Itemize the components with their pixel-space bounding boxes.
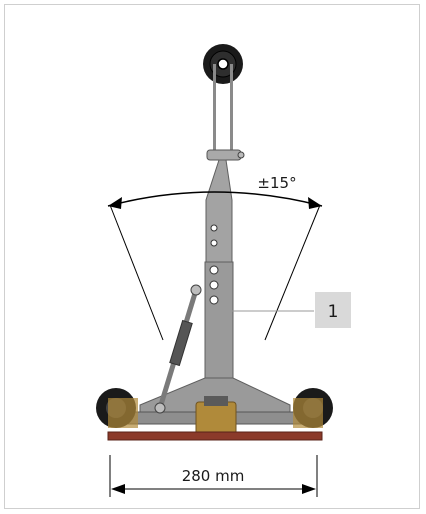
width-dimension <box>109 455 318 497</box>
base-plate <box>107 431 323 441</box>
angle-indicator <box>107 191 323 341</box>
width-label: 280 mm <box>182 467 245 485</box>
right-wheel-icon <box>293 388 333 428</box>
left-wheel-icon <box>96 388 138 428</box>
adjustable-strut <box>154 284 202 414</box>
angle-label: ±15° <box>257 174 296 192</box>
center-fittings <box>195 396 237 439</box>
central-mast <box>204 159 234 388</box>
callout-label: 1 <box>328 302 339 322</box>
callout-box <box>315 292 351 328</box>
pulley-wheel-icon <box>203 44 243 84</box>
